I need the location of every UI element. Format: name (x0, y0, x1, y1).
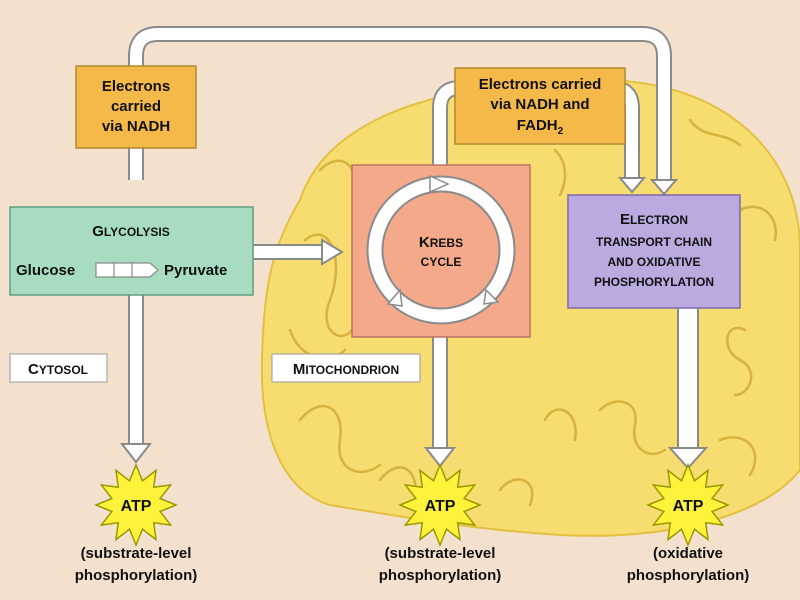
glycolysis-step-arrows (95, 262, 159, 278)
glycolysis-input: Glucose (16, 262, 75, 279)
glycolysis-title: GLYCOLYSIS (92, 223, 169, 240)
etc-line1: ELECTRON (620, 211, 688, 228)
cytosol-label: CYTOSOL (9, 353, 108, 383)
nadh-box-line1: Electrons (102, 78, 170, 95)
atp-caption-line2: phosphorylation) (627, 567, 750, 584)
krebs-cycle-arrowhead-left (386, 288, 403, 307)
krebs-box: KREBS CYCLE (351, 164, 531, 338)
svg-text:CYTOSOL: CYTOSOL (28, 361, 88, 378)
atp-star (398, 463, 482, 547)
etc-line2: TRANSPORT CHAIN (596, 235, 712, 249)
glycolysis-output: Pyruvate (164, 262, 227, 279)
nadh-fadh-line1: Electrons carried (479, 76, 602, 93)
arrow-etc-down (667, 308, 709, 470)
atp-star (646, 463, 730, 547)
atp-label: ATP (121, 498, 152, 515)
nadh-fadh-line2: via NADH and (490, 96, 589, 113)
etc-box: ELECTRON TRANSPORT CHAIN AND OXIDATIVE P… (567, 194, 741, 309)
atp-label: ATP (673, 498, 704, 515)
atp-caption-line1: (substrate-level (81, 545, 192, 562)
nadh-box: Electrons carried via NADH (75, 65, 197, 149)
krebs-line1: KREBS (419, 234, 463, 251)
svg-text:MITOCHONDRION: MITOCHONDRION (293, 361, 399, 378)
atp-burst-substrate-krebs: ATP (substrate-level phosphorylation) (379, 463, 502, 584)
atp-caption-line2: phosphorylation) (379, 567, 502, 584)
atp-caption-line2: phosphorylation) (75, 567, 198, 584)
nadh-fadh-box: Electrons carried via NADH and FADH2 (454, 67, 626, 145)
glycolysis-box: GLYCOLYSIS Glucose Pyruvate (9, 206, 254, 296)
nadh-fadh-line3: FADH2 (517, 117, 564, 137)
krebs-cycle-arrowhead-top (429, 174, 450, 194)
atp-star (94, 463, 178, 547)
atp-burst-substrate-glycolysis: ATP (substrate-level phosphorylation) (75, 463, 198, 584)
arrow-glycolysis-to-krebs (253, 238, 344, 266)
atp-caption-line1: (substrate-level (385, 545, 496, 562)
atp-burst-oxidative: ATP (oxidative phosphorylation) (627, 463, 750, 584)
mitochondrion-label: MITOCHONDRION (271, 353, 421, 383)
etc-line4: PHOSPHORYLATION (594, 275, 714, 289)
atp-label: ATP (425, 498, 456, 515)
arrow-krebs-down (423, 335, 457, 468)
arrow-glycolysis-down (119, 295, 153, 464)
krebs-line2: CYCLE (421, 255, 462, 269)
etc-line3: AND OXIDATIVE (607, 255, 700, 269)
krebs-cycle-arrowhead-right (483, 288, 500, 305)
arrow-nadh-top-loop (128, 26, 679, 196)
atp-caption-line1: (oxidative (653, 545, 723, 562)
nadh-box-line2: carried (111, 98, 161, 115)
nadh-box-line3: via NADH (102, 118, 170, 135)
